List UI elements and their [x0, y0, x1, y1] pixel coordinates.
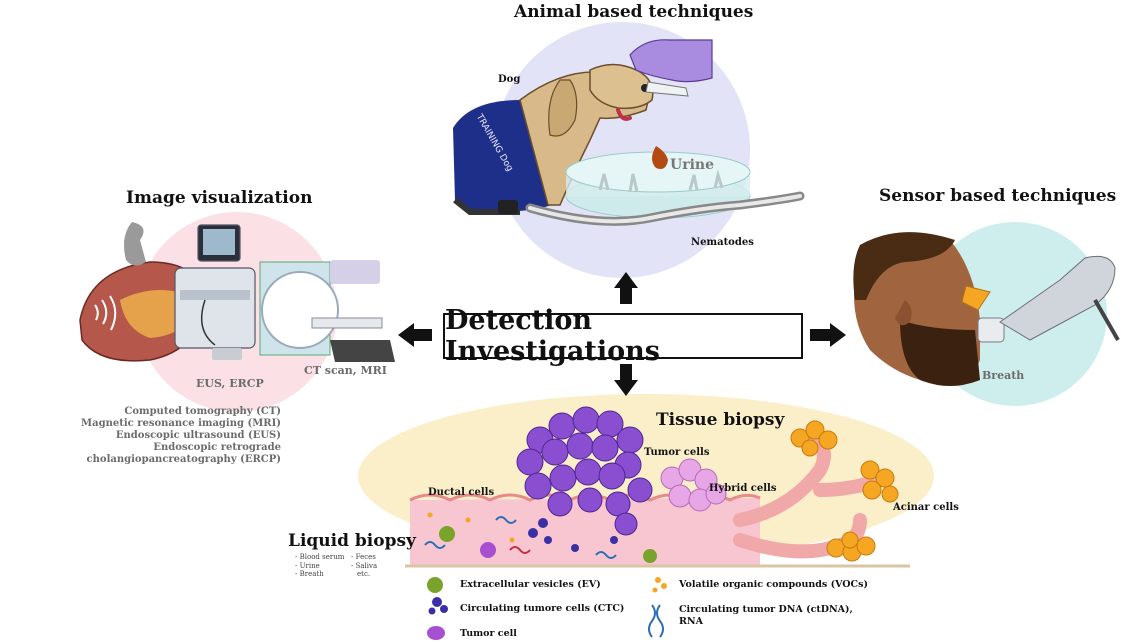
arrow-right-icon — [810, 323, 846, 347]
ct-scanner-illustration — [259, 260, 395, 362]
liquid-sample-item: etc. — [357, 570, 371, 578]
acinar-clusters — [790, 420, 899, 562]
detection-investigations-box: Detection Investigations — [443, 305, 803, 367]
urine-label: Urine — [670, 157, 714, 173]
image-visualization-title: Image visualization — [126, 188, 313, 208]
ct-mri-label: CT scan, MRI — [304, 364, 387, 377]
eus-ercp-label: EUS, ERCP — [196, 377, 264, 390]
breath-label: Breath — [982, 369, 1025, 382]
legend-ctc: Circulating tumore cells (CTC) — [460, 603, 625, 614]
liquid-samples-left: - Blood serum - Urine - Breath — [295, 553, 344, 579]
man-face-illustration — [853, 232, 980, 386]
hybrid-cells-label: Hybrid cells — [709, 483, 777, 494]
vocs-legend-icon — [652, 577, 667, 593]
tumor-cells-label: Tumor cells — [644, 447, 710, 458]
liquid-samples-right: - Feces - Saliva etc. — [351, 553, 377, 579]
legend-ctdna-line1: Circulating tumor DNA (ctDNA), — [679, 604, 853, 615]
ductal-cells-label: Ductal cells — [428, 487, 495, 498]
gloved-hand-illustration — [629, 39, 713, 97]
imaging-method-item: Endoscopic retrograde cholangiopancreato… — [86, 442, 281, 465]
liquid-sample-item: - Saliva — [351, 561, 378, 570]
ctdna-legend-icon — [648, 604, 664, 638]
liquid-biopsy-title: Liquid biopsy — [288, 531, 416, 551]
ultrasound-machine-illustration — [174, 224, 256, 360]
imaging-method-item: Computed tomography (CT) — [124, 406, 281, 417]
arrow-up-icon — [614, 272, 638, 304]
sensor-techniques-title: Sensor based techniques — [879, 186, 1117, 206]
liquid-sample-item: - Breath — [295, 570, 324, 578]
duct-particles — [424, 512, 657, 563]
liquid-sample-item: - Blood serum — [295, 553, 345, 561]
tumor-cell-cluster — [516, 406, 653, 536]
legend-ev: Extracellular vesicles (EV) — [460, 579, 601, 590]
ctc-legend-icon — [428, 597, 448, 615]
arrow-down-icon — [614, 364, 638, 396]
hybrid-cells — [660, 458, 727, 512]
legend-ctdna-line2: RNA — [679, 616, 703, 627]
arrow-left-icon — [398, 323, 432, 347]
urine-drop-icon — [652, 146, 668, 169]
ev-legend-icon — [427, 577, 443, 593]
liquid-sample-item: - Feces — [351, 553, 376, 561]
legend-tumor-cell: Tumor cell — [460, 628, 517, 639]
liquid-sample-item: - Urine — [295, 561, 320, 570]
tissue-biopsy-title: Tissue biopsy — [656, 410, 785, 430]
animal-techniques-title: Animal based techniques — [514, 2, 754, 22]
dog-illustration — [453, 63, 654, 215]
tumor-cell-legend-icon — [427, 626, 445, 640]
imaging-methods-list: Computed tomography (CT) Magnetic resona… — [0, 406, 281, 466]
imaging-method-item: Magnetic resonance imaging (MRI) — [81, 418, 281, 429]
imaging-method-item: Endoscopic ultrasound (EUS) — [115, 430, 281, 441]
legend-vocs: Volatile organic compounds (VOCs) — [679, 579, 868, 590]
dog-label: Dog — [498, 74, 521, 85]
duct-tissue — [410, 498, 760, 565]
breath-sensor-device — [961, 255, 1120, 343]
acinar-cells-label: Acinar cells — [893, 502, 959, 513]
petri-dish — [565, 151, 751, 219]
nematodes-label: Nematodes — [691, 237, 754, 248]
